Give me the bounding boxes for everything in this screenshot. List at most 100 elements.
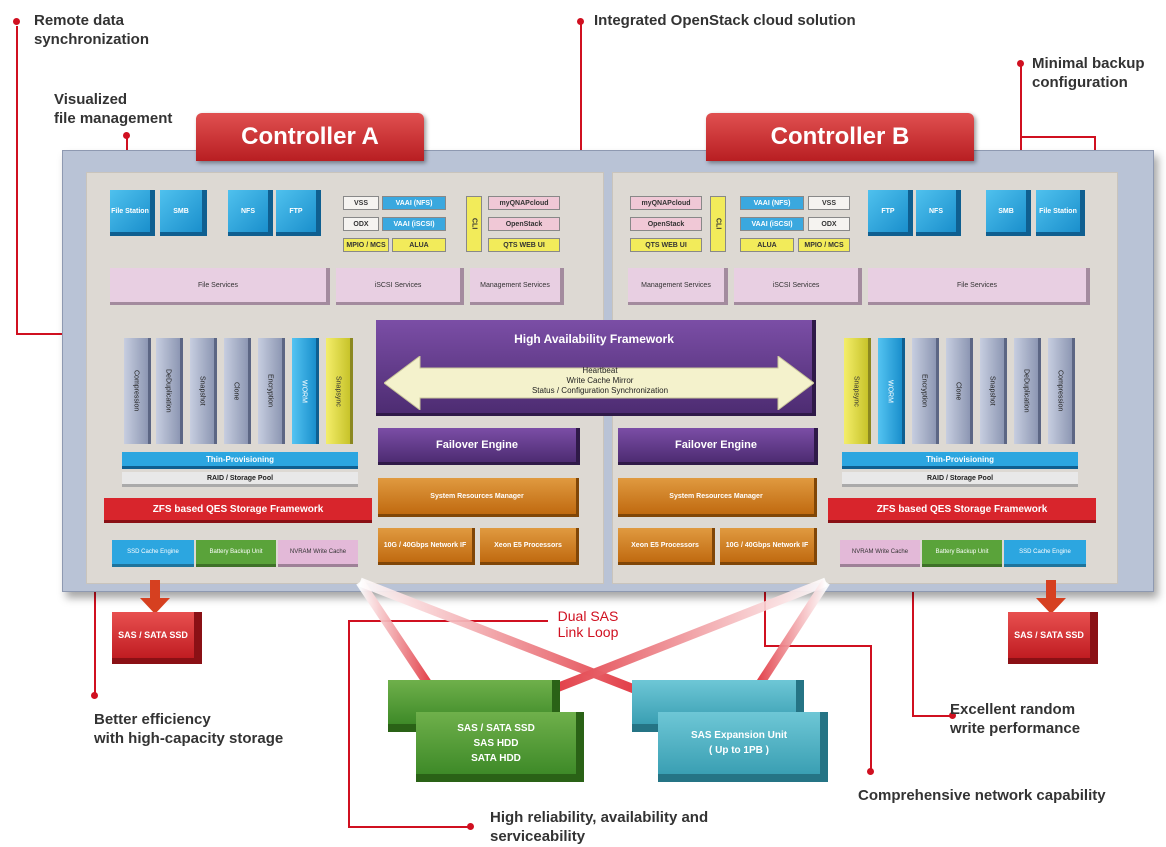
callout-line-reliability-h — [348, 826, 470, 828]
qts-web-ui-tag-b: QTS WEB UI — [630, 238, 702, 252]
callout-text: Better efficiency — [94, 711, 211, 728]
snapshot-column-a: Snapshot — [190, 338, 217, 444]
compression-column-b: Compression — [1048, 338, 1075, 444]
callout-dot-remote — [13, 18, 20, 25]
file-services-a: File Services — [110, 268, 330, 305]
callout-dot-visualized — [123, 132, 130, 139]
callout-line-backup-v — [1020, 64, 1022, 184]
worm-column-b: WORM — [878, 338, 905, 444]
ftp-block-b: FTP — [868, 190, 913, 236]
clone-column-a: Clone — [224, 338, 251, 444]
openstack-tag-a: OpenStack — [488, 217, 560, 231]
myqnapcloud-tag-a: myQNAPcloud — [488, 196, 560, 210]
deduplication-column-b: DeDuplication — [1014, 338, 1041, 444]
zfs-framework-bar-b: ZFS based QES Storage Framework — [828, 498, 1096, 523]
dual-sas-line1: Dual SAS — [557, 608, 619, 624]
controller-b-title: Controller B — [706, 113, 974, 161]
enclosure-ssd-label: SAS / SATA SSD — [457, 722, 535, 734]
callout-text: High reliability, availability and — [490, 809, 709, 826]
callout-text: Excellent random — [950, 701, 1076, 718]
callout-efficiency: Better efficiency with high-capacity sto… — [94, 710, 283, 748]
smb-block-b: SMB — [986, 190, 1031, 236]
snapshot-column-b: Snapshot — [980, 338, 1007, 444]
callout-backup: Minimal backup configuration — [1032, 54, 1145, 92]
snapsync-column-a: Snapsync — [326, 338, 353, 444]
alua-tag-b: ALUA — [740, 238, 794, 252]
callout-dot-random — [949, 712, 956, 719]
cli-tag-a: CLI — [466, 196, 482, 252]
expansion-capacity-label: ( Up to 1PB ) — [709, 745, 769, 756]
callout-visualized: Visualized file management — [54, 90, 172, 128]
myqnapcloud-tag-b: myQNAPcloud — [630, 196, 702, 210]
nfs-block-a: NFS — [228, 190, 273, 236]
failover-engine-a: Failover Engine — [378, 428, 580, 465]
callout-network: Comprehensive network capability — [858, 787, 1106, 804]
openstack-tag-b: OpenStack — [630, 217, 702, 231]
system-resources-manager-b: System Resources Manager — [618, 478, 817, 517]
dual-sas-link-loop-label: Dual SAS Link Loop — [548, 608, 628, 640]
callout-text: configuration — [1032, 74, 1128, 91]
ha-sync-arrow — [384, 356, 814, 410]
failover-engine-b: Failover Engine — [618, 428, 818, 465]
qts-web-ui-tag-a: QTS WEB UI — [488, 238, 560, 252]
heartbeat-label: Heartbeat — [582, 366, 618, 375]
xeon-processors-b: Xeon E5 Processors — [618, 528, 715, 565]
callout-text: with high-capacity storage — [94, 730, 284, 747]
callout-line-random-v — [912, 560, 914, 716]
encryption-column-b: Encryption — [912, 338, 939, 444]
vaai-nfs-tag-a: VAAI (NFS) — [382, 196, 446, 210]
system-resources-manager-a: System Resources Manager — [378, 478, 579, 517]
iscsi-services-b: iSCSI Services — [734, 268, 862, 305]
green-enclosure-front: SAS / SATA SSD SAS HDD SATA HDD — [416, 712, 584, 782]
deduplication-column-a: DeDuplication — [156, 338, 183, 444]
thin-provisioning-bar-a: Thin-Provisioning — [122, 452, 358, 469]
ssd-cache-engine-a: SSD Cache Engine — [112, 540, 194, 567]
management-services-b: Management Services — [628, 268, 728, 305]
battery-backup-unit-a: Battery Backup Unit — [196, 540, 276, 567]
mpio-tag-b: MPIO / MCS — [798, 238, 850, 252]
callout-remote-sync: Remote data synchronization — [34, 11, 149, 49]
enclosure-sas-hdd-label: SAS HDD — [473, 737, 519, 749]
cli-tag-b: CLI — [710, 196, 726, 252]
odx-tag-a: ODX — [343, 217, 379, 231]
iscsi-services-a: iSCSI Services — [336, 268, 464, 305]
callout-dot-network — [867, 768, 874, 775]
worm-column-a: WORM — [292, 338, 319, 444]
raid-bar-b: RAID / Storage Pool — [842, 472, 1078, 487]
callout-dot-efficiency — [91, 692, 98, 699]
callout-text: serviceability — [490, 828, 586, 845]
ftp-block-a: FTP — [276, 190, 321, 236]
callout-dot-openstack — [577, 18, 584, 25]
mpio-tag-a: MPIO / MCS — [343, 238, 389, 252]
down-arrow-a — [140, 580, 170, 614]
file-station-block-a: File Station — [110, 190, 155, 236]
nvram-write-cache-b: NVRAM Write Cache — [840, 540, 920, 567]
callout-text: write performance — [950, 720, 1081, 737]
callout-text: Visualized — [54, 91, 128, 108]
battery-backup-unit-b: Battery Backup Unit — [922, 540, 1002, 567]
callout-dot-backup — [1017, 60, 1024, 67]
file-services-b: File Services — [868, 268, 1090, 305]
encryption-column-a: Encryption — [258, 338, 285, 444]
xeon-processors-a: Xeon E5 Processors — [480, 528, 579, 565]
callout-line-remote-v — [16, 26, 18, 334]
alua-tag-a: ALUA — [392, 238, 446, 252]
dual-sas-line2: Link Loop — [557, 624, 619, 640]
callout-line-backup-h2 — [1020, 136, 1096, 138]
odx-tag-b: ODX — [808, 217, 850, 231]
smb-block-a: SMB — [160, 190, 207, 236]
nvram-write-cache-a: NVRAM Write Cache — [278, 540, 358, 567]
file-station-block-b: File Station — [1036, 190, 1085, 236]
expansion-unit-label: SAS Expansion Unit — [690, 730, 788, 741]
callout-line-network-v2 — [870, 645, 872, 771]
ha-arrow-text: Heartbeat Write Cache Mirror Status / Co… — [440, 366, 760, 396]
sas-sata-ssd-b: SAS / SATA SSD — [1008, 612, 1098, 664]
vss-tag-b: VSS — [808, 196, 850, 210]
thin-provisioning-bar-b: Thin-Provisioning — [842, 452, 1078, 469]
status-sync-label: Status / Configuration Synchronization — [531, 386, 669, 395]
ha-framework-title: High Availability Framework — [514, 332, 674, 346]
down-arrow-b — [1036, 580, 1066, 614]
raid-bar-a: RAID / Storage Pool — [122, 472, 358, 487]
snapsync-column-b: Snapsync — [844, 338, 871, 444]
compression-column-a: Compression — [124, 338, 151, 444]
